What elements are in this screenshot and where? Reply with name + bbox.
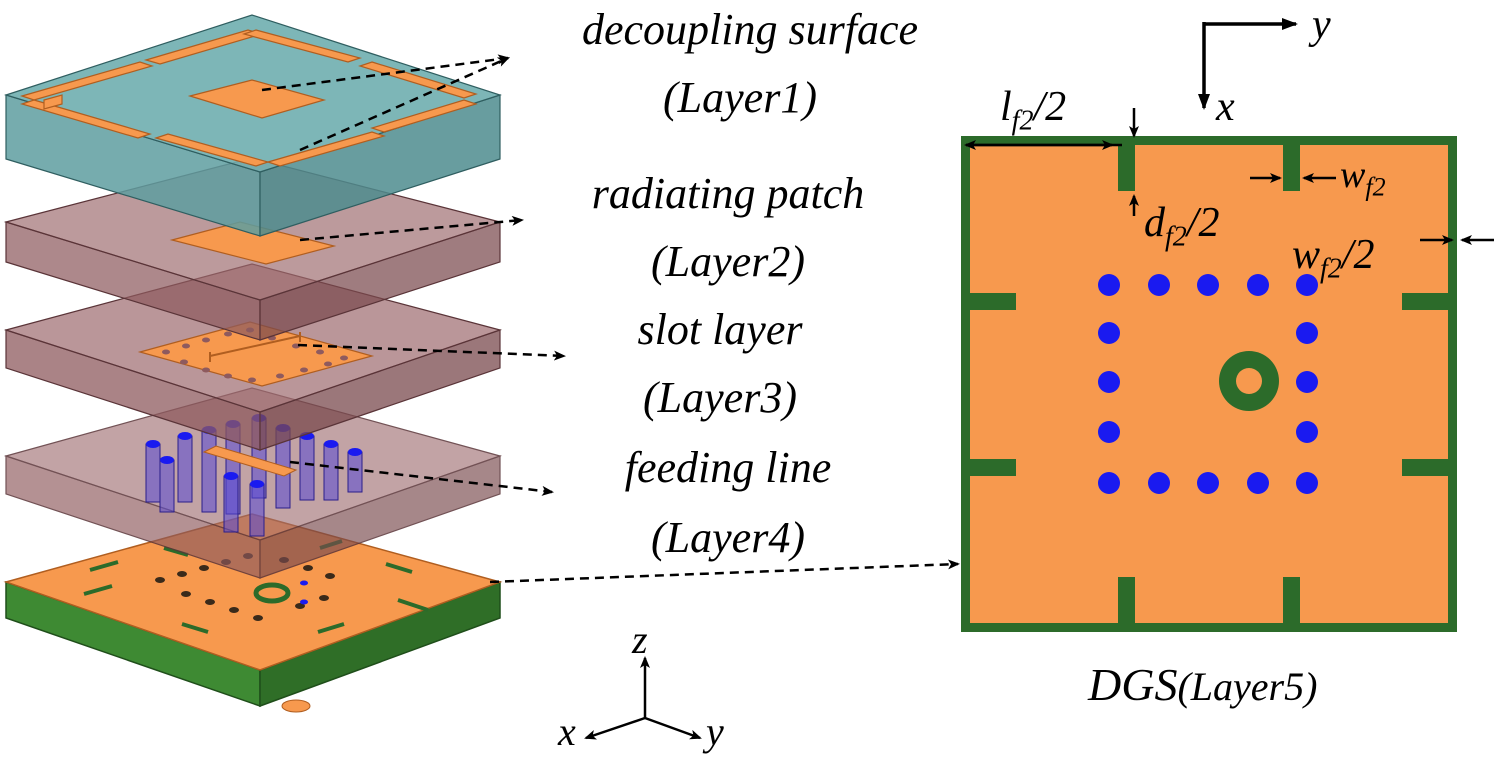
- dgs-caption: DGS(Layer5): [1088, 662, 1317, 708]
- axis3d-y-label: y: [706, 709, 724, 754]
- axis3d-x-label: x: [558, 709, 576, 754]
- dgs-main-text: DGS: [1088, 659, 1178, 710]
- dimension-arrows: [964, 108, 1494, 245]
- dim-lf2-label: lf2/2: [1000, 84, 1067, 137]
- dim-wf2-label: wf2: [1340, 154, 1386, 202]
- layer3-tag-label: (Layer3): [643, 373, 797, 422]
- dim-df2-label: df2/2: [1144, 200, 1220, 253]
- exploded-stack: [3, 14, 960, 713]
- layer1-tag-label: (Layer1): [663, 73, 817, 122]
- layer1-name-label: decoupling surface: [581, 5, 919, 54]
- dgs-tag-text: (Layer5): [1177, 664, 1318, 709]
- pointer-arrows: [261, 54, 960, 584]
- axis2d-x-label: x: [1216, 84, 1235, 130]
- layer1-substrate: [3, 14, 502, 237]
- via-posts: [145, 414, 363, 537]
- layer3-name-label: slot layer: [637, 305, 803, 354]
- axis3d-z-label: z: [632, 617, 648, 662]
- dgs-layer5: [961, 136, 1457, 632]
- axis2d-y-label: y: [1312, 2, 1331, 48]
- axes-3d: [584, 656, 702, 740]
- layer4-tag-label: (Layer4): [651, 513, 805, 562]
- axes-2d: [1198, 18, 1298, 110]
- layer4-name-label: feeding line: [624, 443, 832, 492]
- layer2-tag-label: (Layer2): [651, 237, 805, 286]
- layer2-name-label: radiating patch: [591, 169, 865, 218]
- dim-wf2half-label: wf2/2: [1292, 232, 1375, 285]
